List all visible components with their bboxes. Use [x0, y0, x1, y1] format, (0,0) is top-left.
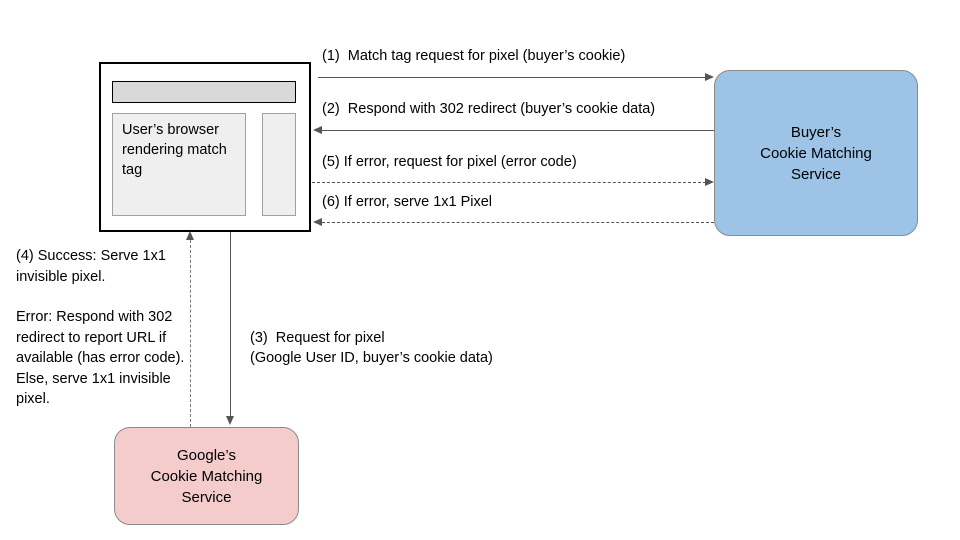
buyer-cookie-matching-service-node: Buyer’s Cookie Matching Service — [714, 70, 918, 236]
browser-address-bar — [112, 81, 296, 103]
step-4-error-note: Error: Respond with 302 redirect to repo… — [16, 309, 185, 407]
step-5-label: (5) If error, request for pixel (error c… — [322, 154, 577, 170]
browser-side-pane — [262, 113, 296, 216]
arrow-line-step1 — [318, 77, 706, 78]
arrow-line-step4 — [190, 240, 191, 427]
buyer-service-label: Buyer’s Cookie Matching Service — [760, 123, 872, 183]
google-service-label: Google’s Cookie Matching Service — [150, 446, 263, 506]
arrow-head-step4 — [185, 231, 194, 240]
arrow-head-step3 — [225, 416, 234, 425]
arrow-line-step2 — [322, 130, 714, 131]
arrow-line-step6 — [322, 222, 714, 223]
note-spacer — [16, 287, 196, 307]
arrow-head-step6 — [313, 217, 322, 226]
google-cookie-matching-service-node: Google’s Cookie Matching Service — [114, 427, 299, 525]
step-4-note-block: (4) Success: Serve 1x1 invisible pixel. … — [16, 246, 196, 410]
step-6-label: (6) If error, serve 1x1 Pixel — [322, 194, 493, 210]
browser-content-label: User’s browser rendering match tag — [122, 122, 227, 178]
arrow-head-step1 — [705, 72, 714, 81]
browser-content-pane: User’s browser rendering match tag — [112, 113, 246, 216]
step-4-success-note: (4) Success: Serve 1x1 invisible pixel. — [16, 248, 166, 285]
arrow-line-step3 — [230, 232, 231, 417]
step-1-label: (1) Match tag request for pixel (buyer’s… — [322, 48, 626, 64]
step-3-label: (3) Request for pixel (Google User ID, b… — [250, 330, 493, 366]
arrow-head-step2 — [313, 125, 322, 134]
arrow-head-step5 — [705, 177, 714, 186]
arrow-line-step5 — [312, 182, 706, 183]
step-2-label: (2) Respond with 302 redirect (buyer’s c… — [322, 101, 656, 117]
